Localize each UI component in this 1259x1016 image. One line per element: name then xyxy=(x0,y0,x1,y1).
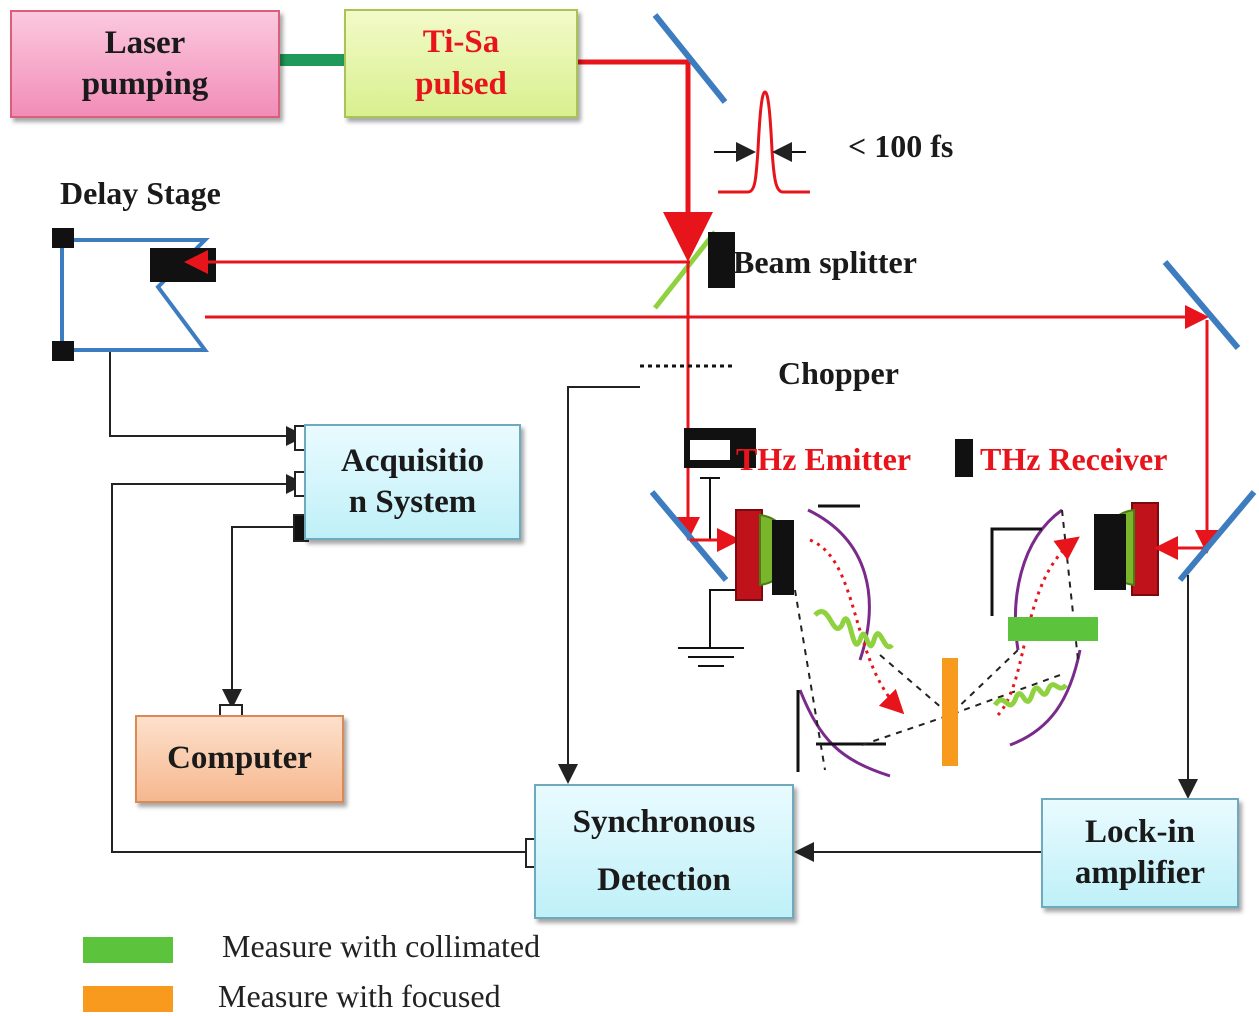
emitter-mirror xyxy=(649,490,729,582)
acquisition-system-box: Acquisitio n System xyxy=(304,424,521,540)
acquisition-line2: n System xyxy=(348,484,477,520)
delay-stage xyxy=(52,228,216,361)
tisa-pulsed-box: Ti-Sa pulsed xyxy=(344,9,578,118)
main-laser-beam xyxy=(574,59,713,262)
tisa-line2: pulsed xyxy=(415,65,507,102)
beam-splitter-label: Beam splitter xyxy=(733,244,917,280)
lockin-line1: Lock-in xyxy=(1084,813,1196,850)
parabolic-mirrors xyxy=(798,508,1082,778)
legend-swatch-collimated xyxy=(83,937,173,963)
mirror-mounts xyxy=(796,504,1042,772)
thz-flow-receiver xyxy=(996,536,1080,717)
pulse-shape xyxy=(714,90,810,194)
thz-receiver-label: THz Receiver xyxy=(980,441,1168,477)
label-divider xyxy=(955,439,973,477)
thz-wave-receiver xyxy=(992,682,1068,708)
thz-emitter-label: THz Emitter xyxy=(736,441,912,477)
acquisition-line1: Acquisitio xyxy=(340,442,485,479)
first-mirror xyxy=(652,13,728,104)
delay-to-acquisition xyxy=(109,352,306,446)
thz-receiver xyxy=(1094,502,1159,596)
synchronous-detection-box: Synchronous Detection xyxy=(534,784,794,919)
laser-pumping-line1: Laser xyxy=(104,24,186,61)
beam-splitter-mount xyxy=(708,232,735,288)
lockin-line2: amplifier xyxy=(1074,855,1206,891)
sample-collimated xyxy=(1008,617,1098,641)
acquisition-to-computer xyxy=(222,526,304,709)
pulse-width-label: < 100 fs xyxy=(848,128,954,164)
sample-focused xyxy=(942,658,958,766)
receiver-mirror xyxy=(1177,490,1257,582)
thz-emitter xyxy=(735,509,794,601)
chopper-sync-line xyxy=(558,386,640,784)
beam-splitter xyxy=(653,230,717,310)
delay-stage-label: Delay Stage xyxy=(60,175,221,211)
thz-wave-emitter xyxy=(813,609,894,650)
emitter-bias xyxy=(678,428,756,667)
legend-swatch-focused xyxy=(83,986,173,1012)
laser-pumping-line2: pumping xyxy=(81,66,209,102)
chopper-label: Chopper xyxy=(778,355,899,391)
lockin-amplifier-box: Lock-in amplifier xyxy=(1041,798,1239,908)
laser-pumping-box: Laser pumping xyxy=(10,10,280,118)
sync-line2: Detection xyxy=(597,861,731,898)
thz-flow-emitter xyxy=(809,538,905,715)
sync-line1: Synchronous xyxy=(572,804,756,841)
tisa-line1: Ti-Sa xyxy=(422,24,500,61)
legend-text-collimated: Measure with collimated xyxy=(222,928,541,964)
legend-text-focused: Measure with focused xyxy=(218,978,501,1014)
computer-label: Computer xyxy=(167,740,312,777)
computer-box: Computer xyxy=(135,715,344,803)
right-mirror-top xyxy=(1162,260,1241,350)
sync-to-acquisition xyxy=(111,474,534,853)
